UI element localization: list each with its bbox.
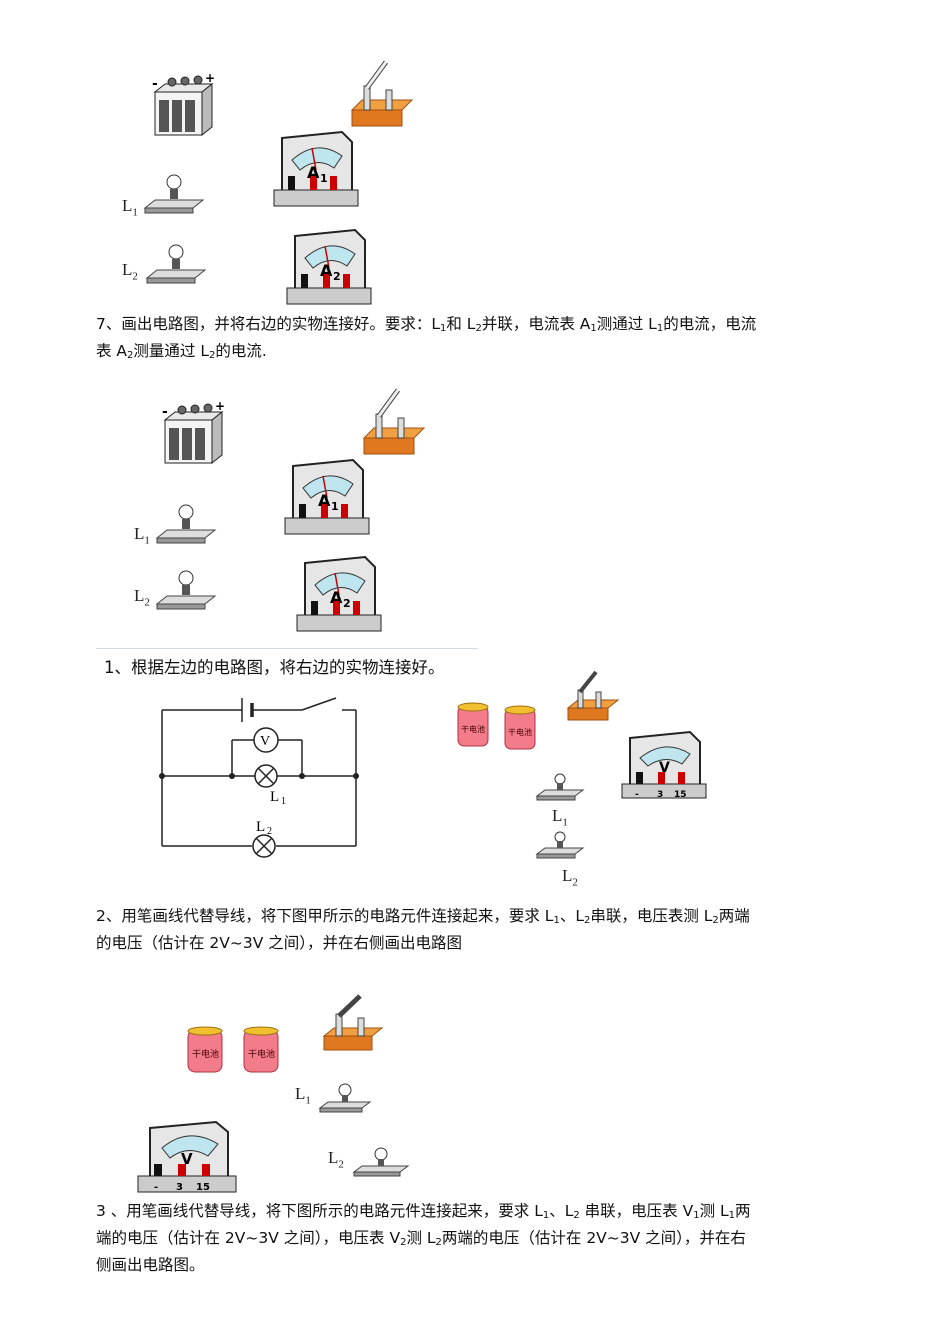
- section-divider: [96, 648, 478, 649]
- label-l2: L2: [122, 260, 138, 283]
- terminal-15: 15: [196, 1182, 210, 1193]
- ammeter-subscript: 2: [333, 270, 341, 283]
- plus-sign: +: [205, 71, 215, 85]
- dry-cell-icon: 干电池: [243, 1026, 279, 1073]
- minus-sign: -: [162, 404, 168, 420]
- l1-sub: 1: [281, 796, 286, 807]
- terminal-3: 3: [176, 1182, 183, 1193]
- label-l1: L1: [552, 806, 568, 829]
- terminal-3: 3: [657, 790, 663, 800]
- knife-switch-icon: [322, 994, 384, 1051]
- cell-label: 干电池: [461, 724, 485, 734]
- bulb-l1-icon: [535, 773, 585, 801]
- ammeter-letter: A: [318, 491, 331, 510]
- l2-letter: L: [256, 819, 265, 835]
- voltmeter-letter: V: [181, 1150, 193, 1168]
- bulb-l2-icon: [535, 831, 585, 859]
- knife-switch-icon: [350, 60, 414, 127]
- battery-box-icon: - +: [162, 399, 225, 465]
- ammeter-a1-icon: A 1: [284, 458, 370, 535]
- label-l2: L2: [328, 1148, 344, 1171]
- terminal-minus: -: [154, 1182, 158, 1193]
- label-l2: L2: [134, 586, 150, 609]
- voltmeter-icon: V - 3 15: [621, 730, 707, 800]
- cell-label: 干电池: [248, 1048, 275, 1060]
- battery-box-icon: - +: [152, 71, 215, 137]
- ammeter-letter: A: [320, 261, 333, 280]
- dry-cell-icon: 干电池: [457, 702, 489, 747]
- bulb-l1-icon: [143, 174, 205, 214]
- label-l1: L1: [134, 524, 150, 547]
- terminal-minus: -: [635, 790, 639, 800]
- ammeter-letter: A: [330, 588, 343, 607]
- question-7: 7、画出电路图，并将右边的实物连接好。要求：L1和 L2并联，电流表 A1测通过…: [96, 315, 757, 361]
- label-l1: L1: [295, 1084, 311, 1107]
- dry-cell-icon: 干电池: [504, 705, 536, 750]
- minus-sign: -: [152, 76, 158, 92]
- dry-cell-icon: 干电池: [187, 1026, 223, 1073]
- question-2: 2、用笔画线代替导线，将下图甲所示的电路元件连接起来，要求 L1、L2串联，电压…: [96, 907, 750, 952]
- bulb-l2-icon: [352, 1147, 410, 1177]
- bulb-l2-icon: [155, 570, 217, 610]
- voltmeter-icon: V - 3 15: [137, 1120, 237, 1193]
- label-l2: L2: [562, 866, 578, 889]
- plus-sign: +: [215, 399, 225, 413]
- voltmeter-letter: V: [659, 760, 670, 776]
- question-1: 1、根据左边的电路图，将右边的实物连接好。: [104, 658, 445, 677]
- l1-letter: L: [270, 789, 279, 805]
- bulb-l1-icon: [318, 1083, 372, 1113]
- ammeter-subscript: 2: [343, 597, 351, 610]
- ammeter-letter: A: [307, 163, 320, 182]
- bulb-l2-icon: [145, 244, 207, 284]
- knife-switch-icon: [362, 388, 426, 455]
- terminal-15: 15: [674, 790, 687, 800]
- voltmeter-symbol-label: V: [260, 734, 270, 749]
- ammeter-subscript: 1: [320, 172, 328, 185]
- cell-label: 干电池: [508, 727, 532, 737]
- label-l1: L1: [122, 196, 138, 219]
- bulb-l1-icon: [155, 504, 217, 544]
- ammeter-a2-icon: A 2: [296, 555, 382, 632]
- ammeter-a2-icon: A 2: [286, 228, 372, 305]
- question-3: 3 、用笔画线代替导线，将下图所示的电路元件连接起来，要求 L1、L2 串联，电…: [96, 1202, 751, 1274]
- knife-switch-icon: [566, 670, 620, 721]
- circuit-diagram: V L 1 L 2: [159, 697, 359, 858]
- ammeter-a1-icon: A 1: [273, 130, 359, 207]
- cell-label: 干电池: [192, 1048, 219, 1060]
- l2-sub: 2: [267, 826, 272, 837]
- ammeter-subscript: 1: [331, 500, 339, 513]
